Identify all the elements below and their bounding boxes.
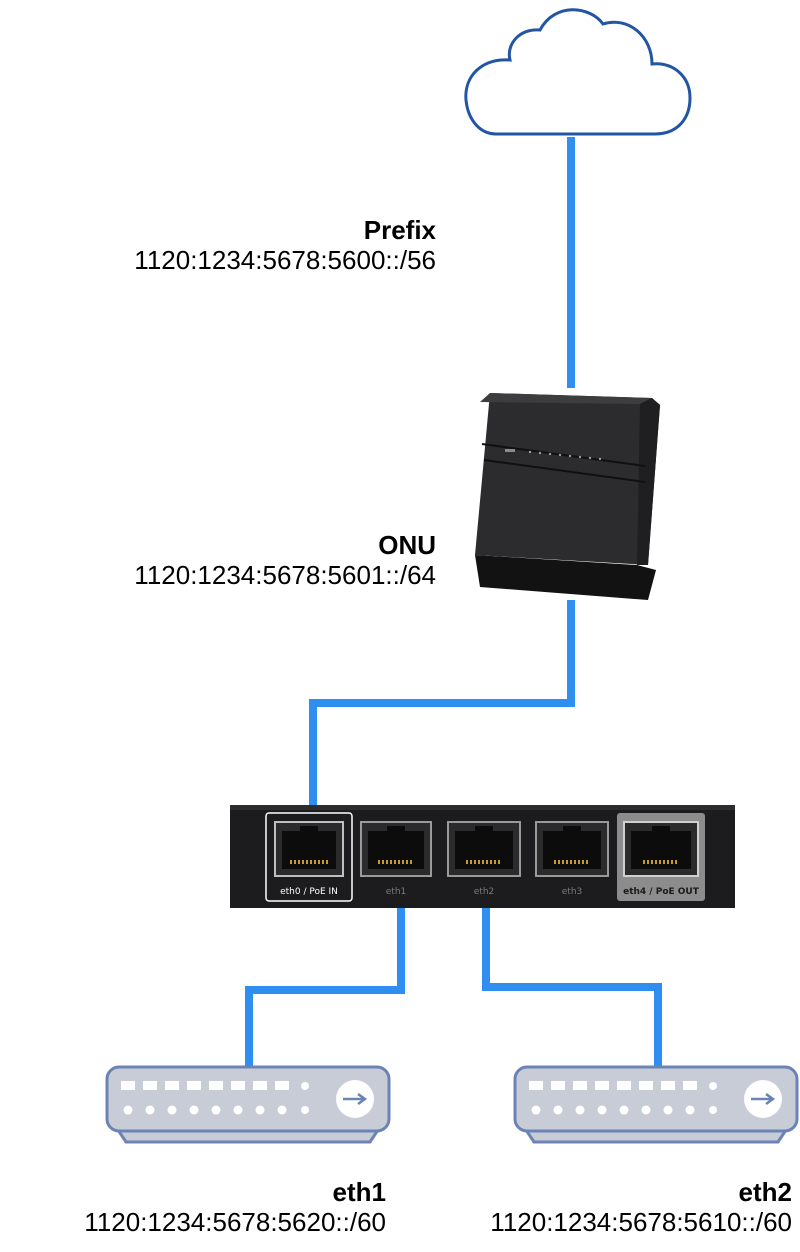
port-label-eth4: eth4 / PoE OUT [623, 887, 700, 897]
link-router-eth2-switch [482, 862, 662, 1068]
links [245, 137, 662, 1068]
router-port-eth0: eth0 / PoE IN [265, 812, 353, 902]
eth2-value: 1120:1234:5678:5610::/60 [490, 1207, 792, 1237]
router-port-eth3: eth3 [535, 821, 609, 897]
link-onu-router [309, 600, 575, 848]
port-label-eth1: eth1 [386, 887, 407, 897]
onu-title: ONU [378, 530, 436, 560]
prefix-value: 1120:1234:5678:5600::/56 [134, 245, 436, 275]
prefix-label: Prefix 1120:1234:5678:5600::/56 [134, 215, 436, 275]
eth1-label: eth1 1120:1234:5678:5620::/60 [84, 1177, 386, 1237]
onu-device-icon [475, 393, 660, 600]
eth1-title: eth1 [332, 1177, 386, 1207]
router-port-eth1: eth1 [360, 821, 432, 897]
router-port-eth4: eth4 / PoE OUT [617, 813, 705, 901]
onu-label: ONU 1120:1234:5678:5601::/64 [134, 530, 436, 590]
onu-value: 1120:1234:5678:5601::/64 [134, 560, 436, 590]
port-label-eth0: eth0 / PoE IN [280, 887, 338, 897]
prefix-title: Prefix [363, 215, 436, 245]
link-router-eth1-switch [245, 862, 405, 1068]
port-label-eth2: eth2 [474, 887, 495, 897]
switch-icon-eth1 [105, 1065, 391, 1144]
eth1-value: 1120:1234:5678:5620::/60 [84, 1207, 386, 1237]
router-port-eth2: eth2 [447, 821, 521, 897]
cloud-icon [464, 8, 692, 136]
port-label-eth3: eth3 [562, 887, 583, 897]
eth2-title: eth2 [738, 1177, 792, 1207]
eth2-label: eth2 1120:1234:5678:5610::/60 [490, 1177, 792, 1237]
switch-icon-eth2 [513, 1065, 799, 1144]
edgerouter-icon: eth0 / PoE IN eth1 eth2 eth3 [230, 805, 735, 908]
